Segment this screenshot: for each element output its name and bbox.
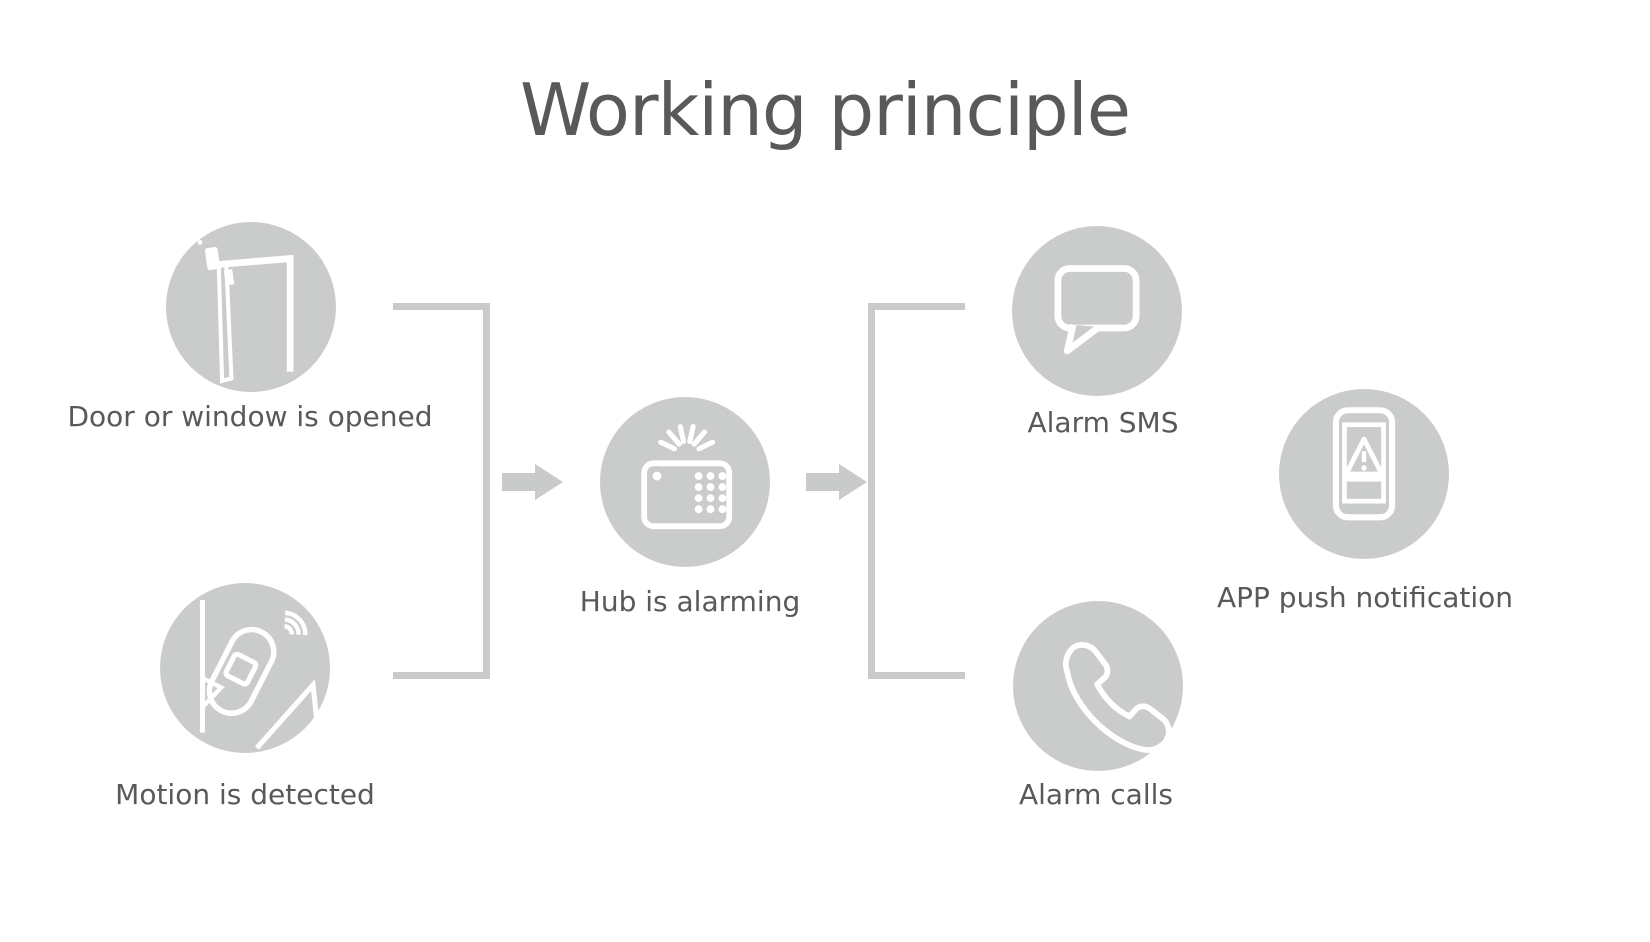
right-bracket-vertical: [868, 303, 875, 679]
right-bracket-top: [868, 303, 965, 310]
label-door: Door or window is opened: [67, 400, 433, 433]
left-bracket-bottom: [393, 672, 490, 679]
label-motion: Motion is detected: [115, 778, 375, 811]
left-bracket-vertical: [483, 303, 490, 679]
door-window-sensor-icon: [182, 224, 294, 384]
phone-handset-icon: [1062, 642, 1172, 753]
label-hub: Hub is alarming: [579, 585, 801, 618]
node-door-sensor: [166, 222, 336, 392]
node-alarm-calls: [1013, 601, 1183, 771]
smartphone-alert-icon: [1332, 407, 1396, 521]
label-alarm-sms: Alarm SMS: [1027, 406, 1179, 439]
sms-speech-bubble-icon: [1054, 265, 1140, 355]
label-app-push: APP push notification: [1216, 581, 1514, 614]
label-alarm-calls: Alarm calls: [1019, 778, 1173, 811]
node-motion-sensor: [160, 583, 330, 753]
alarm-hub-icon: [641, 424, 733, 530]
right-bracket-bottom: [868, 672, 965, 679]
flow-arrow-left-head: [535, 464, 563, 500]
flow-arrow-right-shaft: [806, 473, 839, 491]
motion-sensor-icon: [199, 600, 323, 750]
node-hub: [600, 397, 770, 567]
node-app-push: [1279, 389, 1449, 559]
flow-arrow-right-head: [839, 464, 867, 500]
flow-arrow-left-shaft: [502, 473, 535, 491]
left-bracket-top: [393, 303, 490, 310]
page-title: Working principle: [519, 68, 1131, 152]
node-alarm-sms: [1012, 226, 1182, 396]
